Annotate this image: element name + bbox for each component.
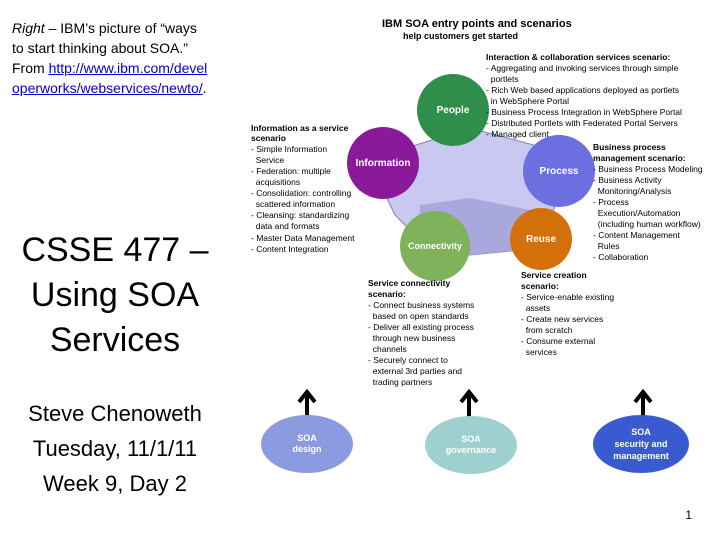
information-line: - Simple Information — [251, 144, 327, 154]
interaction-line: - Aggregating and invoking services thro… — [486, 63, 679, 73]
caption-end: . — [202, 80, 207, 96]
diagram-heading: IBM SOA entry points and scenarios — [382, 18, 572, 30]
arrow-up-icon — [459, 388, 479, 418]
information-line: - Content Integration — [251, 244, 329, 254]
service-creation-line: - Consume external — [521, 336, 595, 346]
connectivity-line: based on open standards — [368, 311, 469, 321]
information-line: data and formats — [251, 221, 320, 231]
foundation-soa-design: SOA design — [261, 415, 353, 473]
information-scenario: Information as a service scenario - Simp… — [251, 123, 355, 254]
connectivity-line: scenario: — [368, 289, 406, 299]
page-number: 1 — [685, 508, 692, 522]
interaction-scenario: Interaction & collaboration services sce… — [486, 52, 682, 139]
service-creation-line: scenario: — [521, 281, 559, 291]
business-process-line: - Business Process Modeling — [593, 164, 703, 174]
service-creation-line: assets — [521, 303, 550, 313]
connectivity-line: Service connectivity — [368, 278, 450, 288]
connectivity-line: trading partners — [368, 377, 432, 387]
connectivity-line: - Connect business systems — [368, 300, 474, 310]
connectivity-line: channels — [368, 344, 407, 354]
author-block: Steve Chenoweth Tuesday, 11/1/11 Week 9,… — [8, 396, 222, 501]
interaction-line: portlets — [486, 74, 519, 84]
node-process-label: Process — [540, 166, 579, 177]
service-creation-line: Service creation — [521, 270, 587, 280]
connectivity-scenario: Service connectivity scenario: - Connect… — [368, 278, 474, 387]
foundation-soa-governance: SOA governance — [425, 416, 517, 474]
node-information: Information — [347, 127, 419, 199]
soa-design-line: SOA — [297, 433, 317, 443]
information-line: - Consolidation: controlling — [251, 188, 351, 198]
soa-security-line: management — [613, 451, 669, 461]
image-caption: Right – IBM’s picture of “ways to start … — [12, 18, 212, 98]
node-people-label: People — [437, 105, 470, 116]
node-connectivity-label: Connectivity — [408, 241, 462, 251]
interaction-line: - Distributed Portlets with Federated Po… — [486, 118, 678, 128]
information-line: - Master Data Management — [251, 233, 355, 243]
information-line: Information as a service — [251, 123, 349, 133]
service-creation-line: services — [521, 347, 557, 357]
soa-governance-line: SOA — [461, 434, 481, 444]
node-people: People — [417, 74, 489, 146]
node-information-label: Information — [356, 158, 411, 169]
connectivity-line: external 3rd parties and — [368, 366, 462, 376]
interaction-line: in WebSphere Portal — [486, 96, 569, 106]
information-line: Service — [251, 155, 284, 165]
business-process-line: Monitoring/Analysis — [593, 186, 671, 196]
information-line: - Federation: multiple — [251, 166, 331, 176]
author-name: Steve Chenoweth — [28, 401, 202, 426]
service-creation-scenario: Service creation scenario: - Service-ena… — [521, 270, 614, 357]
service-creation-line: - Service-enable existing — [521, 292, 614, 302]
interaction-line: - Business Process Integration in WebSph… — [486, 107, 682, 117]
connectivity-line: - Securely connect to — [368, 355, 448, 365]
business-process-line: - Process — [593, 197, 629, 207]
business-process-line: (including human workflow) — [593, 219, 701, 229]
source-link[interactable]: http://www.ibm.com/developerworks/webser… — [12, 60, 208, 96]
service-creation-line: - Create new services — [521, 314, 603, 324]
node-reuse: Reuse — [510, 208, 572, 270]
business-process-line: Rules — [593, 241, 619, 251]
soa-security-line: SOA — [631, 427, 651, 437]
diagram-subheading: help customers get started — [403, 31, 518, 41]
interaction-line: - Managed client — [486, 129, 549, 139]
node-process: Process — [523, 135, 595, 207]
lecture-week: Week 9, Day 2 — [43, 471, 187, 496]
information-line: - Cleansing: standardizing — [251, 210, 350, 220]
caption-italic: Right — [12, 20, 45, 36]
business-process-line: management scenario: — [593, 153, 686, 163]
service-creation-line: from scratch — [521, 325, 573, 335]
soa-design-line: design — [292, 444, 321, 454]
foundation-soa-security: SOA security and management — [593, 415, 689, 473]
business-process-line: - Content Management — [593, 230, 681, 240]
arrow-up-icon — [633, 388, 653, 418]
slide-title: CSSE 477 – Using SOA Services — [21, 231, 209, 359]
soa-entry-points-diagram: IBM SOA entry points and scenarios help … — [251, 18, 703, 474]
information-line: scattered information — [251, 199, 335, 209]
business-process-line: Business process — [593, 142, 666, 152]
caption-text: – IBM’s picture of “ways to start thinki… — [12, 20, 197, 76]
business-process-line: - Business Activity — [593, 175, 662, 185]
node-reuse-label: Reuse — [526, 234, 556, 245]
soa-security-line: security and — [614, 439, 667, 449]
lecture-date: Tuesday, 11/1/11 — [32, 436, 198, 461]
business-process-line: Execution/Automation — [593, 208, 681, 218]
node-connectivity: Connectivity — [400, 211, 470, 281]
information-line: scenario — [251, 133, 286, 143]
connectivity-line: through new business — [368, 333, 455, 343]
information-line: acquisitions — [251, 177, 300, 187]
arrow-up-icon — [297, 388, 317, 418]
interaction-line: Interaction & collaboration services sce… — [486, 52, 670, 62]
business-process-scenario: Business process management scenario: - … — [593, 142, 703, 262]
soa-governance-line: governance — [446, 445, 497, 455]
interaction-line: - Rich Web based applications deployed a… — [486, 85, 679, 95]
connectivity-line: - Deliver all existing process — [368, 322, 474, 332]
business-process-line: - Collaboration — [593, 252, 649, 262]
